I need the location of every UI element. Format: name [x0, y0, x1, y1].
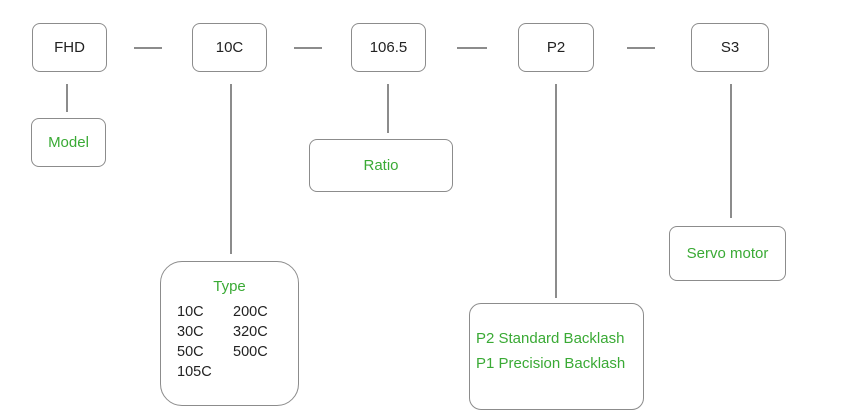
backlash-options-box: P2 Standard Backlash P1 Precision Backla…: [469, 303, 644, 410]
type-options-box: Type 10C 200C 30C 320C 50C 500C 105C: [160, 261, 299, 406]
type-option: 320C: [233, 324, 268, 340]
connector-type: [230, 84, 232, 254]
type-option: 30C: [177, 324, 204, 340]
code-box-model: FHD: [32, 23, 107, 72]
ratio-label: Ratio: [363, 157, 399, 174]
backlash-option-p1: P1 Precision Backlash: [476, 355, 626, 372]
type-option: 200C: [233, 304, 268, 320]
type-options-grid: 10C 200C 30C 320C 50C 500C 105C: [177, 304, 289, 384]
connector-dash: [627, 47, 655, 49]
code-box-motor: S3: [691, 23, 769, 72]
code-box-ratio: 106.5: [351, 23, 426, 72]
connector-ratio: [387, 84, 389, 133]
label-box-model: Model: [31, 118, 106, 167]
type-option: 50C: [177, 344, 204, 360]
servo-motor-label: Servo motor: [686, 245, 769, 262]
label-box-servo-motor: Servo motor: [669, 226, 786, 281]
code-box-type: 10C: [192, 23, 267, 72]
backlash-option-p2: P2 Standard Backlash: [476, 330, 625, 347]
code-ratio-text: 106.5: [369, 39, 408, 56]
connector-dash: [294, 47, 322, 49]
connector-dash: [457, 47, 487, 49]
model-label: Model: [48, 134, 89, 151]
connector-dash: [134, 47, 162, 49]
connector-model: [66, 84, 68, 112]
code-motor-text: S3: [720, 39, 740, 56]
connector-backlash: [555, 84, 557, 298]
connector-motor: [730, 84, 732, 218]
label-box-ratio: Ratio: [309, 139, 453, 192]
code-type-text: 10C: [215, 39, 244, 56]
type-option: 10C: [177, 304, 204, 320]
code-box-backlash: P2: [518, 23, 594, 72]
code-backlash-text: P2: [546, 39, 566, 56]
type-title: Type: [213, 278, 246, 295]
type-option: 500C: [233, 344, 268, 360]
code-model-text: FHD: [54, 39, 85, 56]
type-option: 105C: [177, 364, 212, 380]
